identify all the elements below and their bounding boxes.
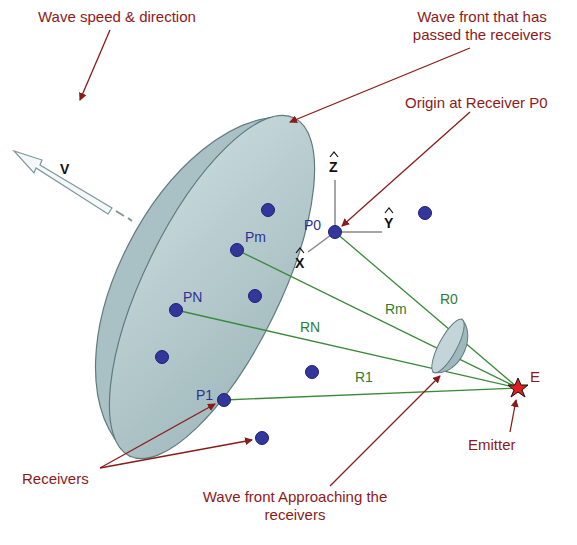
receiver-label: P0 — [304, 216, 321, 234]
callout-text: Emitter — [468, 436, 516, 454]
callout-text: Wave front that has passed the receivers — [392, 8, 572, 44]
range-label: R1 — [355, 368, 373, 386]
axis-label: X — [295, 254, 304, 272]
range-label: R0 — [440, 290, 458, 308]
axis-hats — [296, 152, 393, 253]
callout-text: Wave speed & direction — [38, 8, 196, 26]
emitter-star — [508, 378, 528, 397]
receiver-label: PN — [183, 288, 202, 306]
callout-text: Origin at Receiver P0 — [405, 94, 548, 112]
velocity-label: V — [60, 160, 69, 178]
axis-label: Y — [384, 214, 393, 232]
receivers — [156, 204, 432, 445]
range-label: RN — [300, 318, 320, 336]
callout-text: Wave front Approaching the receivers — [200, 488, 390, 524]
receiver-label: P1 — [196, 386, 213, 404]
axis-label: Z — [329, 158, 338, 176]
velocity-arrow — [14, 151, 132, 221]
range-label: Rm — [385, 300, 407, 318]
emitter-label: E — [530, 368, 540, 386]
callout-text: Receivers — [22, 470, 89, 488]
range-lines — [176, 232, 518, 400]
wave-front-large — [45, 77, 355, 486]
receiver-label: Pm — [245, 228, 266, 246]
wave-front-small — [426, 315, 477, 380]
axes — [308, 180, 382, 252]
